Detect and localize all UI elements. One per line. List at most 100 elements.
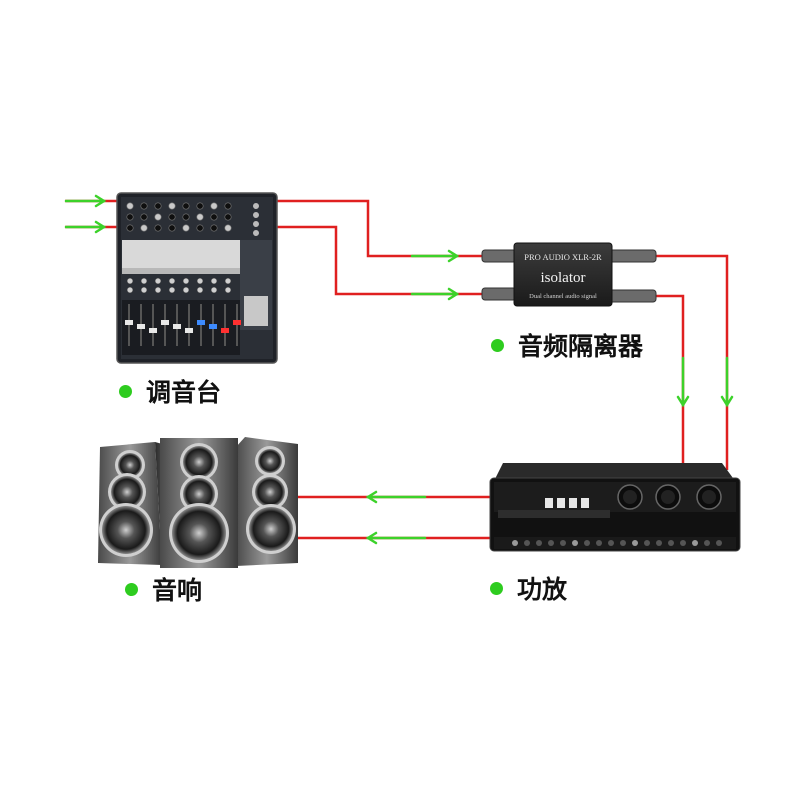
speaker-cone: [183, 478, 215, 510]
mixer-fader-cap: [185, 328, 193, 333]
mixer-knob: [140, 277, 148, 285]
mixer-knob: [182, 277, 190, 285]
amp-jack: [536, 540, 542, 546]
isolator-brand-text: isolator: [541, 270, 586, 286]
amp-jack: [548, 540, 554, 546]
mixer-knob: [154, 202, 162, 210]
mixer-fader-track: [188, 304, 190, 346]
mixer-knob: [196, 286, 204, 294]
mixer-knob: [140, 202, 148, 210]
amp-button: [557, 498, 565, 508]
mixer-fader-cap: [137, 324, 145, 329]
amp-jack: [584, 540, 590, 546]
mixer-knob: [196, 213, 204, 221]
isolator-sub-text: Dual channel audio signal: [529, 293, 597, 300]
mixer-knob: [168, 224, 176, 232]
amp-button: [545, 498, 553, 508]
label-dot: [490, 581, 503, 595]
mixer-knob: [140, 286, 148, 294]
amp-jack: [608, 540, 614, 546]
arrow-icon: [676, 356, 690, 408]
mixer-knob: [210, 286, 218, 294]
mixer-knob: [253, 230, 259, 236]
mixer-knob: [182, 213, 190, 221]
mixer-knob: [253, 203, 259, 209]
mixer-knob: [168, 202, 176, 210]
mixer-knob: [126, 202, 134, 210]
amp-jack: [620, 540, 626, 546]
amp-jack: [644, 540, 650, 546]
amplifier-caption: 功放: [490, 570, 567, 606]
mixer-fader-cap: [209, 324, 217, 329]
label-dot: [125, 582, 138, 596]
amp-jack: [596, 540, 602, 546]
mixer-label: 调音台: [146, 378, 222, 407]
isolator-to-amp-wire-1: [655, 254, 729, 470]
mixer-knob: [154, 224, 162, 232]
mixer-knob: [210, 277, 218, 285]
mixer-knob: [253, 221, 259, 227]
mixer-image: [116, 192, 278, 364]
amplifier-label: 功放: [517, 575, 568, 604]
mixer-to-isolator-wire-1: [277, 199, 486, 258]
mixer-fader-cap: [197, 320, 205, 325]
speaker-cone: [258, 449, 282, 473]
arrow-icon: [365, 490, 427, 504]
speaker-cone: [249, 507, 293, 551]
mixer-fader-cap: [149, 328, 157, 333]
mixer-knob: [210, 224, 218, 232]
mixer-fader-cap: [161, 320, 169, 325]
mixer-knob: [140, 213, 148, 221]
mixer-knob: [168, 277, 176, 285]
speakers-caption: 音响: [125, 571, 202, 607]
speaker-cone: [183, 446, 215, 478]
mixer-knob: [196, 224, 204, 232]
mixer-knob: [210, 213, 218, 221]
isolator-to-amp-wire-2: [655, 294, 685, 470]
arrow-icon: [720, 356, 734, 408]
speaker-cone: [172, 506, 226, 560]
mixer-knob: [196, 202, 204, 210]
mixer-knob: [224, 277, 232, 285]
amp-jack: [524, 540, 530, 546]
mixer-knob: [182, 202, 190, 210]
mixer-caption: 调音台: [119, 373, 221, 409]
arrow-icon: [410, 249, 460, 263]
amp-jack: [704, 540, 710, 546]
amp-button: [569, 498, 577, 508]
isolator-image: PRO AUDIO XLR-2R isolator Dual channel a…: [481, 242, 657, 307]
amp-jack: [560, 540, 566, 546]
isolator-caption: 音频隔离器: [491, 327, 643, 363]
mixer-knob: [224, 202, 232, 210]
mixer-knob: [126, 224, 134, 232]
isolator-model-text: PRO AUDIO XLR-2R: [524, 252, 602, 262]
mixer-fader-cap: [221, 328, 229, 333]
flow-arrows: [64, 194, 734, 545]
speakers-image: [98, 437, 298, 568]
mixer-knob: [168, 213, 176, 221]
mixer-fader-track: [224, 304, 226, 346]
speakers-label: 音响: [152, 576, 203, 605]
mixer-knob: [210, 202, 218, 210]
speaker-cone: [111, 476, 143, 508]
amp-jack: [632, 540, 638, 546]
label-dot: [491, 338, 504, 352]
amplifier-image: [489, 463, 741, 552]
mixer-knob: [224, 286, 232, 294]
amp-knob-cap: [661, 490, 675, 504]
amp-jack: [512, 540, 518, 546]
amp-button: [581, 498, 589, 508]
arrow-icon: [410, 287, 460, 301]
mixer-knob: [126, 213, 134, 221]
arrow-icon: [64, 194, 107, 208]
amp-jack: [656, 540, 662, 546]
mixer-knob: [196, 277, 204, 285]
amp-jack: [668, 540, 674, 546]
amp-jack: [680, 540, 686, 546]
amp-knob-cap: [623, 490, 637, 504]
amp-jack: [692, 540, 698, 546]
mixer-knob: [224, 224, 232, 232]
mixer-knob: [182, 286, 190, 294]
